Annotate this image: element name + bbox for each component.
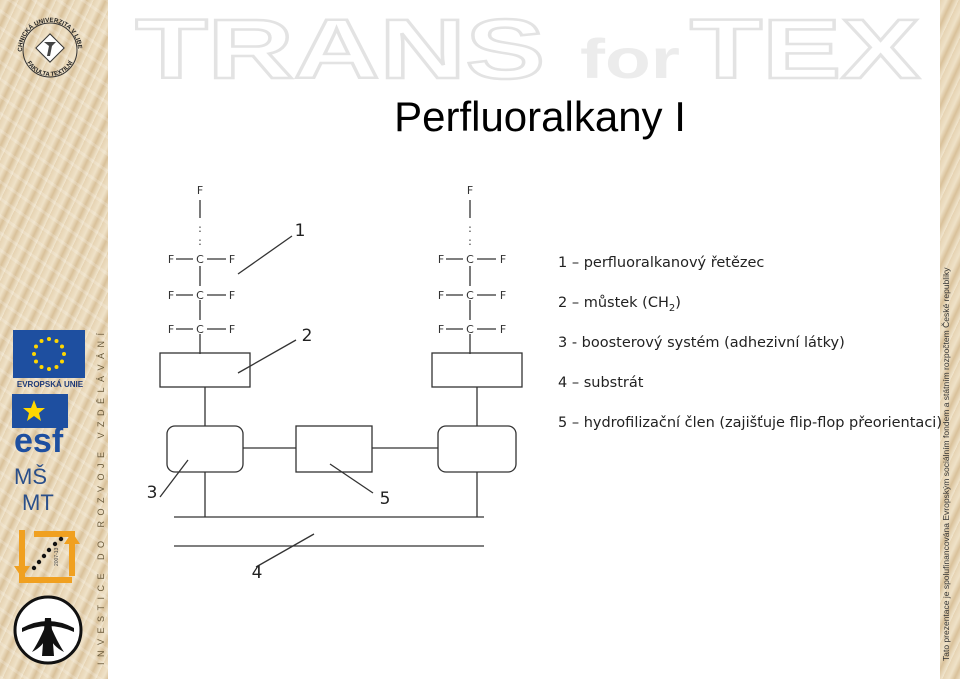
legend-item-2-pre: 2 – můstek (CH [558,295,669,311]
atom-f: F [438,289,444,302]
watermark-trans: TRANS [135,2,545,92]
watermark-tex: TEX [690,2,920,92]
atom-f-left-top: F [197,184,203,197]
legend-item-5: 5 – hydrofilizační člen (zajišťuje flip-… [558,415,942,431]
diagram-label-2: 2 [302,326,313,346]
atom-c: C [196,289,204,302]
perfluoroalkane-structure-diagram: F : : F C F F C F F C F F : : F C F F C … [147,184,523,583]
bridge-box-left [159,352,251,388]
tul-faculty-seal: TECHNICKÁ UNIVERZITA V LIBERCI FAKULTA T… [10,8,83,78]
atom-c: C [196,323,204,336]
esf-text: esf [14,422,64,456]
booster-box-left [166,425,244,473]
atom-c: C [466,289,474,302]
atom-f: F [168,253,174,266]
atom-f: F [500,289,506,302]
op-arrow-down-icon [14,566,30,578]
msmt-text-bottom: MT [22,490,54,514]
diagram-label-3: 3 [147,483,158,503]
atom-f: F [438,253,444,266]
legend-item-1: 1 – perfluoralkanový řetězec [558,255,765,271]
legend-item-2-sub: 2 [668,302,676,314]
atom-c: C [196,253,204,266]
legend-item-2-post: ) [675,295,681,311]
atom-f: F [500,323,506,336]
investice-vertical-text: INVESTICE DO ROZVOJE VZDĚLÁVÁNÍ [96,327,106,665]
watermark-for: for [580,27,680,90]
op-years: 2007-13 [54,547,60,566]
diagram-label-1: 1 [295,221,306,241]
diagram-label-5: 5 [380,489,391,509]
eu-label: EVROPSKÁ UNIE [16,380,84,389]
page-title: Perfluoralkany I [394,93,686,140]
atom-f: F [168,289,174,302]
atom-c: C [466,253,474,266]
diagram-label-4: 4 [252,563,263,583]
legend-item-4: 4 – substrát [558,375,644,391]
atom-c: C [466,323,474,336]
atom-f: F [500,253,506,266]
op-arrow-up-icon [64,532,80,544]
legend-item-3: 3 - boosterový systém (adhezivní látky) [558,335,845,351]
atom-f: F [229,323,235,336]
chain-dots-right-1: : [468,222,472,235]
chain-dots-left-1: : [198,222,202,235]
atom-f: F [229,289,235,302]
diagram-legend: 1 – perfluoralkanový řetězec 2 – můstek … [558,250,942,450]
booster-box-right [437,425,517,473]
cofinancing-vertical-text: Tato prezentace je spolufinancována Evro… [941,267,951,661]
chain-dots-left-2: : [198,235,202,248]
msmt-text-top: MŠ [14,464,47,489]
atom-f: F [229,253,235,266]
atom-f: F [438,323,444,336]
transfortex-watermark: TRANS for TEX [135,2,921,92]
atom-f: F [168,323,174,336]
esf-logo: esf [12,394,68,456]
esf-star-icon [23,400,45,421]
eu-flag-icon [13,330,85,378]
seal-emblem-icon [44,42,56,56]
bridge-box-right [431,352,523,388]
right-decorative-strip [940,0,960,679]
op-vk-logo: 2007-13 [14,530,80,583]
atom-f-right-top: F [467,184,473,197]
msmt-logo: MŠ MT [14,464,54,514]
legend-item-2: 2 – můstek (CH2) [558,290,940,330]
hydrophilic-box [295,425,373,473]
tul-logo [13,595,83,665]
chain-dots-right-2: : [468,235,472,248]
